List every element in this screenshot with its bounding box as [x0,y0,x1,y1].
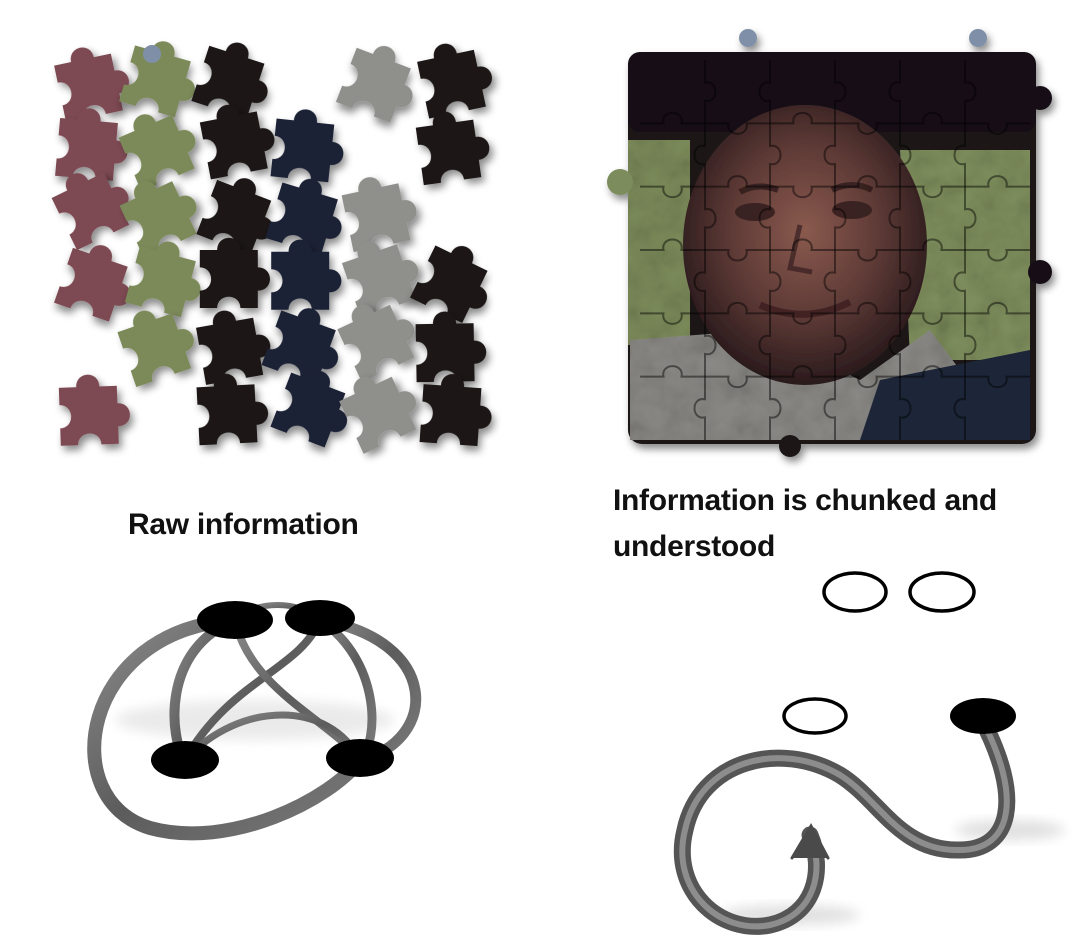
assembled-puzzle-left-knob [607,169,633,195]
scattered-puzzle-pieces [51,41,492,454]
puzzle-piece [55,108,128,181]
puzzle-piece [196,373,269,446]
assembled-puzzle-top-knob-right [969,29,987,47]
assembled-puzzle-top-knob-left [739,29,757,47]
puzzle-seam-vertical [823,60,847,440]
puzzle-piece [271,239,342,310]
puzzle-piece [54,47,129,123]
puzzle-piece [199,237,270,308]
portrait-face [683,105,927,385]
puzzle-piece [415,311,487,383]
puzzle-piece [54,245,131,322]
puzzle-piece [265,178,342,255]
puzzle-piece [419,374,492,447]
raw-node-top-left [197,601,273,639]
puzzle-seam-vertical [888,60,912,440]
puzzle-piece [417,43,492,119]
puzzle-piece [58,374,130,446]
puzzle-piece [51,172,130,251]
puzzle-piece [341,241,419,318]
puzzle-seam-horizontal [640,301,1030,325]
puzzle-piece [341,177,417,253]
assembled-puzzle [607,29,1052,457]
chunked-open-node-1 [822,571,888,613]
puzzle-piece [124,241,201,318]
chunked-network [673,571,1065,935]
scattered-puzzle-blue-knob [143,45,161,63]
puzzle-seam-vertical [953,60,977,440]
chunked-network-open-nodes [782,571,976,735]
puzzle-piece [196,310,271,385]
portrait-features [735,182,874,318]
assembled-puzzle-right-green [900,150,1030,360]
puzzle-piece [337,304,415,382]
puzzle-piece [119,41,196,118]
ribbon-arrowhead [790,822,830,860]
puzzle-piece [270,109,344,183]
chunked-open-node-3 [782,697,848,735]
chunked-information-caption: Information is chunked and understood [613,484,997,563]
puzzle-piece [191,42,268,119]
raw-information-caption: Raw information [128,508,359,541]
assembled-puzzle-navy-corner [860,350,1030,440]
chunked-filled-node [950,698,1016,734]
assembled-puzzle-right-knob-lower [1028,260,1052,284]
puzzle-piece [261,308,339,385]
raw-node-top-right [285,600,355,636]
puzzle-seam-horizontal [640,238,1030,262]
puzzle-piece [196,178,274,255]
puzzle-piece [199,104,275,180]
puzzle-seam-horizontal [640,111,1030,135]
assembled-puzzle-seams [640,60,1030,440]
assembled-puzzle-top-band [628,52,1036,132]
puzzle-seam-vertical [758,60,782,440]
puzzle-seam-vertical [693,60,717,440]
puzzle-piece [339,376,417,454]
puzzle-piece [335,45,413,123]
chunked-network-ribbon [673,707,1016,935]
puzzle-piece [270,370,348,448]
raw-network-nodes [151,600,394,779]
puzzle-piece [410,245,488,323]
raw-network [87,600,422,841]
raw-node-bottom-left [151,741,219,779]
scattered-puzzle [51,41,492,454]
chunked-open-node-2 [908,571,976,613]
assembled-puzzle-bottom-knob [779,435,801,457]
puzzle-seam-horizontal [640,365,1030,389]
puzzle-piece [415,111,490,186]
puzzle-piece [118,114,196,192]
raw-node-bottom-right [326,739,394,777]
assembled-puzzle-right-knob-upper [1028,86,1052,110]
puzzle-piece [119,181,197,259]
assembled-puzzle-left-green [628,140,690,345]
puzzle-piece [117,310,194,388]
puzzle-seam-horizontal [640,175,1030,199]
